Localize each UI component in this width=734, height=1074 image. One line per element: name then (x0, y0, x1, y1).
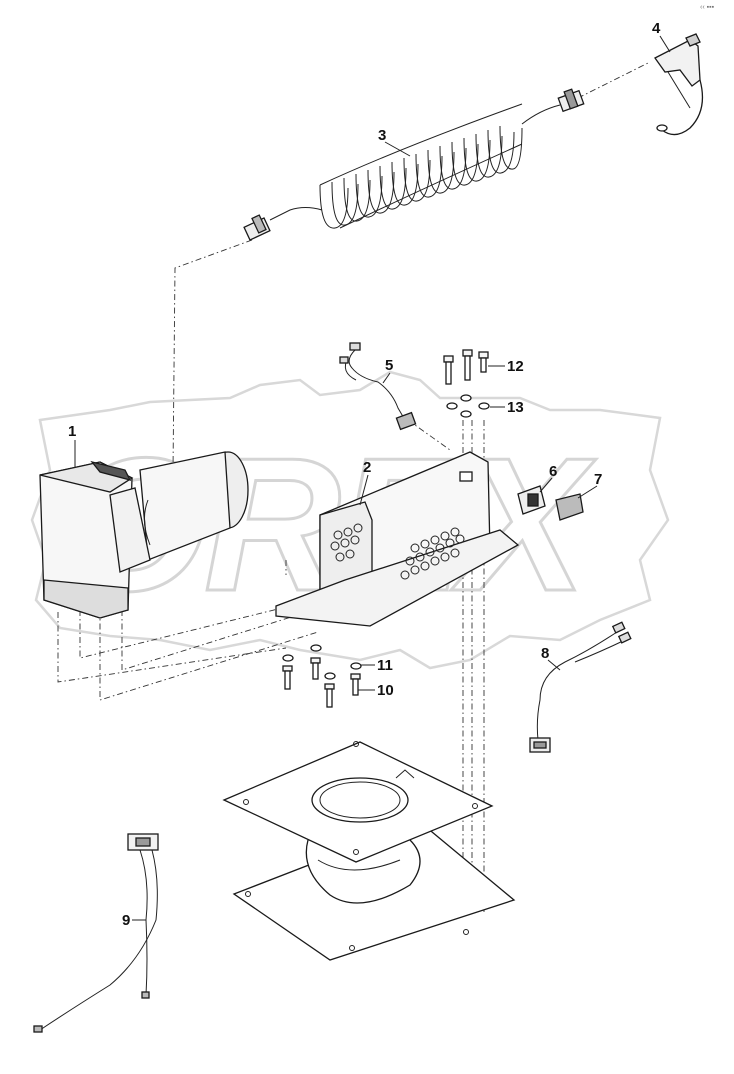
bolts-12 (443, 349, 489, 385)
callout-8: 8 (541, 645, 549, 662)
compressor (39, 451, 249, 619)
callout-10: 10 (377, 682, 394, 699)
switch-cover (555, 493, 584, 521)
callout-12: 12 (507, 358, 524, 375)
coiled-hose (243, 88, 585, 241)
mounting-bracket (275, 451, 520, 627)
callout-1: 1 (68, 423, 76, 440)
callout-6: 6 (549, 463, 557, 480)
callouts: 1 2 3 4 5 6 7 8 9 10 11 12 13 (68, 20, 661, 929)
washers-13 (446, 394, 490, 418)
wiring-harness-9 (33, 833, 159, 1033)
rocker-switch (517, 485, 546, 515)
wiring-harness-8 (529, 621, 632, 753)
base-plates (222, 741, 516, 961)
washers-11 (282, 644, 362, 680)
callout-13: 13 (507, 399, 524, 416)
callout-3: 3 (378, 127, 386, 144)
callout-9: 9 (122, 912, 130, 929)
hose-fitting-left (243, 214, 271, 241)
bracket-holes (330, 523, 465, 580)
wiring-harness-5 (339, 342, 417, 431)
hose-coil-rings (319, 103, 523, 229)
spray-gun (654, 33, 704, 136)
leader-lines (74, 35, 671, 921)
bolts-10 (282, 657, 361, 708)
callout-7: 7 (594, 471, 602, 488)
hose-fitting-right (557, 88, 585, 113)
callout-4: 4 (652, 20, 661, 37)
callout-11: 11 (377, 657, 393, 674)
corner-mark: ‹‹ ▪▪▪ (700, 4, 715, 11)
callout-2: 2 (363, 459, 371, 476)
callout-5: 5 (385, 357, 393, 374)
